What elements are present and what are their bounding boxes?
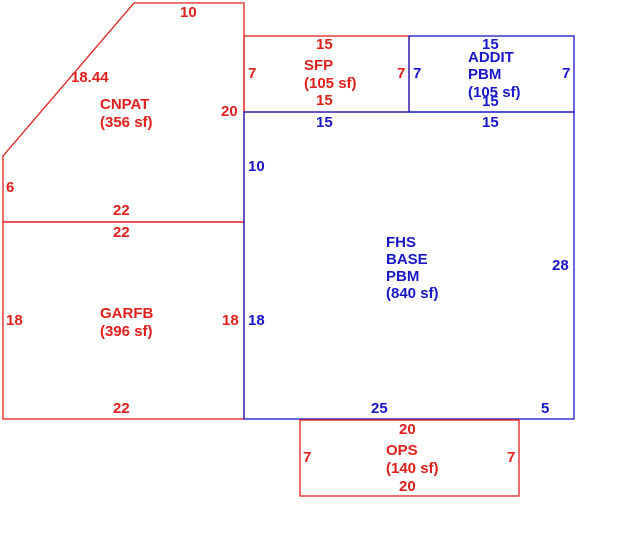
fhs-area: (840 sf) [386, 285, 439, 302]
addit-bottom-dim: 15 [482, 93, 499, 110]
cnpat-area: (356 sf) [100, 114, 153, 131]
addit-top-dim: 15 [482, 36, 499, 53]
ops-left-dim: 7 [303, 449, 311, 466]
ops-area: (140 sf) [386, 460, 439, 477]
sfp-bottom-dim: 15 [316, 92, 333, 109]
fhs-left-lower-dim: 18 [248, 312, 265, 329]
fhs-name-line1: FHS [386, 234, 416, 251]
sfp-area: (105 sf) [304, 75, 357, 92]
addit-name-line2: PBM [468, 66, 501, 83]
cnpat-left-dim: 6 [6, 179, 14, 196]
sfp-top-dim: 15 [316, 36, 333, 53]
addit-name-line1: ADDIT [468, 49, 514, 66]
cnpat-top-dim: 10 [180, 4, 197, 21]
ops-bottom-dim: 20 [399, 478, 416, 495]
fhs-name-line3: PBM [386, 268, 419, 285]
addit-left-dim: 7 [413, 65, 421, 82]
ops-top-dim: 20 [399, 421, 416, 438]
fhs-top-right-dim: 15 [482, 114, 499, 131]
fhs-bottom-dim: 25 [371, 400, 388, 417]
fhs-left-upper-dim: 10 [248, 158, 265, 175]
garfb-name: GARFB [100, 305, 153, 322]
addit-area: (105 sf) [468, 84, 521, 101]
garfb-right-dim: 18 [222, 312, 239, 329]
fhs-name-line2: BASE [386, 251, 428, 268]
sfp-left-dim: 7 [248, 65, 256, 82]
garfb-bottom-dim: 22 [113, 400, 130, 417]
addit-right-dim: 7 [562, 65, 570, 82]
ops-right-dim: 7 [507, 449, 515, 466]
garfb-top-dim: 22 [113, 224, 130, 241]
garfb-area: (396 sf) [100, 323, 153, 340]
ops-outline [299, 419, 520, 497]
sfp-name: SFP [304, 57, 333, 74]
fhs-outline [243, 111, 575, 420]
cnpat-name: CNPAT [100, 96, 149, 113]
fhs-right-dim: 28 [552, 257, 569, 274]
cnpat-right-dim: 20 [221, 103, 238, 120]
cnpat-diagonal-dim: 18.44 [71, 69, 109, 86]
garfb-left-dim: 18 [6, 312, 23, 329]
cnpat-bottom-dim: 22 [113, 202, 130, 219]
fhs-bottom-right-dim: 5 [541, 400, 549, 417]
sfp-right-dim: 7 [397, 65, 405, 82]
ops-name: OPS [386, 442, 418, 459]
fhs-top-dim: 15 [316, 114, 333, 131]
